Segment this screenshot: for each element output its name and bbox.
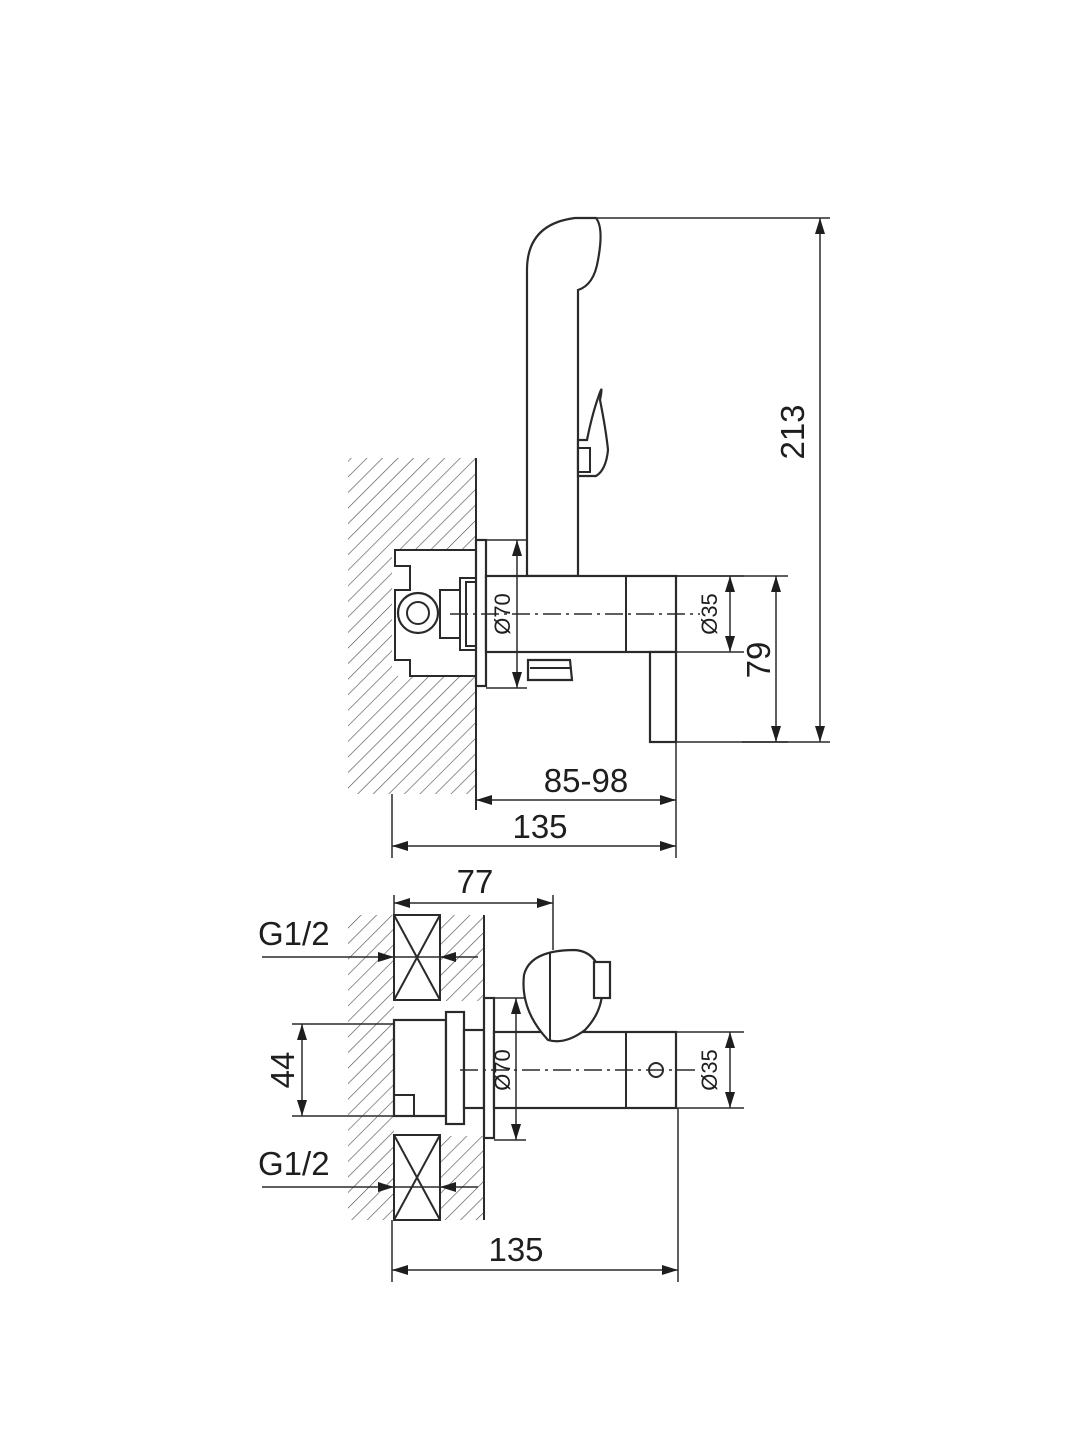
spray-trigger-icon xyxy=(576,388,610,478)
shutoff-knob xyxy=(526,658,574,682)
wall-flange xyxy=(474,538,488,688)
wall-hatch-upper xyxy=(348,458,476,550)
lever-handle xyxy=(648,650,678,744)
top-view: 77 G1/2 G1/2 44 Ø70 Ø35 xyxy=(258,863,744,1282)
side-handle-drop-label: 79 xyxy=(740,642,777,679)
inlet-connector xyxy=(396,591,440,635)
side-body-diameter-label: Ø70 xyxy=(490,593,515,635)
wall-hatch-lower xyxy=(392,676,476,794)
side-view: Ø70 Ø35 79 213 85-98 135 xyxy=(348,216,830,858)
side-projection-label: 85-98 xyxy=(544,762,628,799)
top-concealed-box xyxy=(392,1018,448,1118)
top-wall-hatch-lower xyxy=(440,1136,484,1220)
top-thread-lower-label: G1/2 xyxy=(258,1145,330,1182)
top-thread-upper-label: G1/2 xyxy=(258,915,330,952)
top-spacing-label: 44 xyxy=(264,1052,301,1089)
side-height-label: 213 xyxy=(774,404,811,459)
top-wall-hatch-left xyxy=(348,915,394,1220)
side-outlet-diameter-label: Ø35 xyxy=(697,593,722,635)
top-total-depth-label: 135 xyxy=(488,1231,543,1268)
top-outlet-diameter-label: Ø35 xyxy=(697,1049,722,1091)
top-spray-head xyxy=(522,948,604,1043)
side-total-depth-label: 135 xyxy=(512,808,567,845)
concealed-box xyxy=(394,549,476,677)
top-width-label: 77 xyxy=(457,863,494,900)
wall-hatch-left xyxy=(348,550,392,794)
hand-spray xyxy=(525,216,602,578)
top-body-diameter-label: Ø70 xyxy=(490,1049,515,1091)
